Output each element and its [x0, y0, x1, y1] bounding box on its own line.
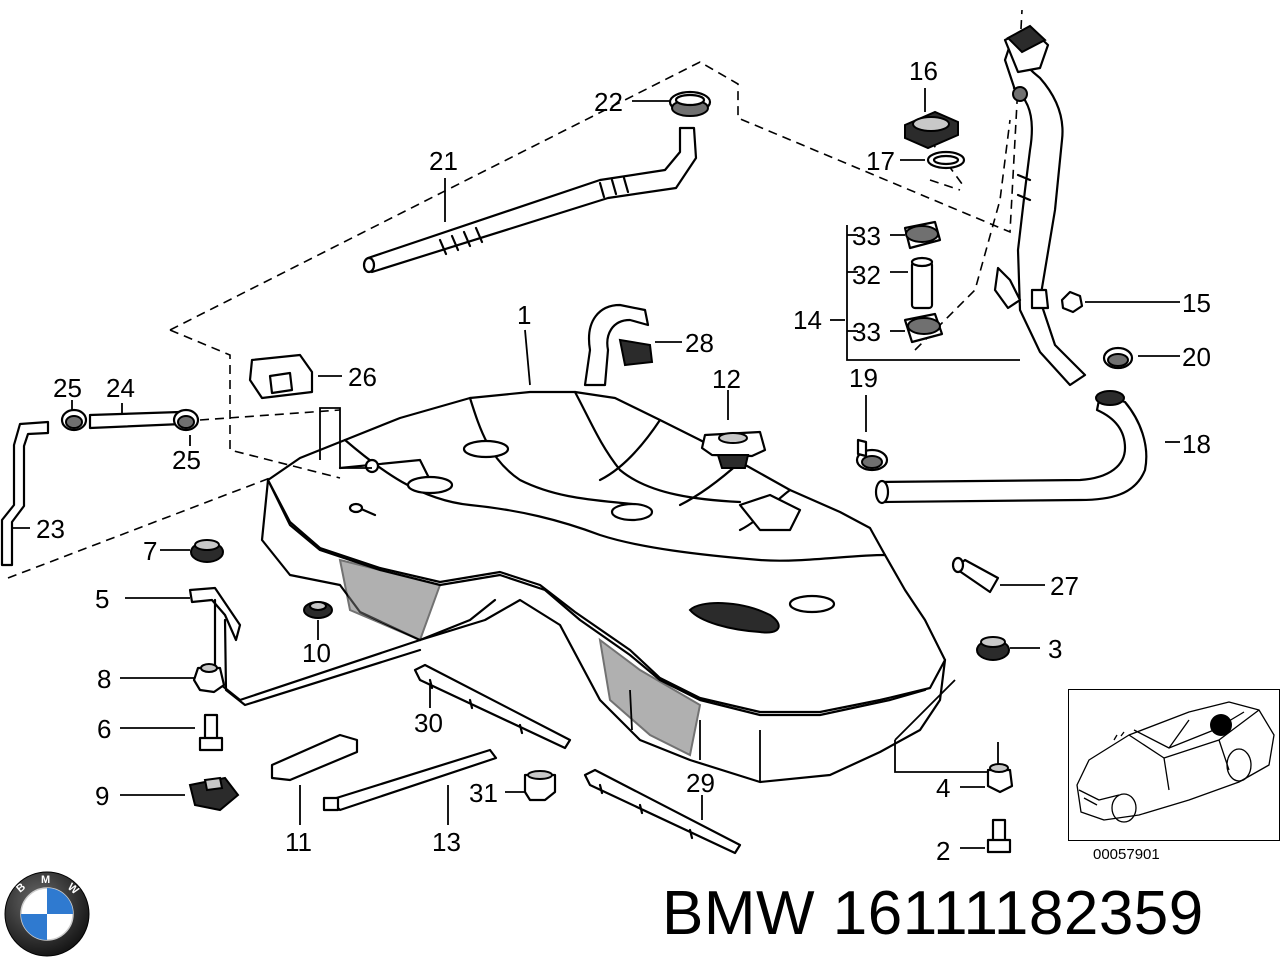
vehicle-location-inset [1068, 689, 1280, 841]
rubber-block-26 [248, 353, 314, 400]
callout-11: 11 [285, 827, 312, 857]
callout-7: 7 [143, 536, 157, 566]
callout-12: 12 [712, 364, 741, 394]
vent-hose-23-24-25 [0, 408, 200, 567]
callout-27: 27 [1050, 571, 1079, 601]
callout-20: 20 [1182, 342, 1211, 372]
filler-pipe [1003, 24, 1087, 387]
grommet-7 [190, 539, 224, 563]
bolt-6 [198, 713, 224, 752]
callout-23: 23 [36, 514, 65, 544]
spacer-8 [192, 663, 226, 694]
hose-18 [874, 390, 1148, 505]
callout-15: 15 [1182, 288, 1211, 318]
callout-8: 8 [97, 664, 111, 694]
bolt-2 [986, 818, 1012, 854]
grommet-12 [700, 430, 767, 469]
cable-tie-13 [322, 748, 498, 812]
callout-17: 17 [866, 146, 895, 176]
grommet-3 [976, 636, 1010, 661]
strap-5 [188, 586, 497, 707]
callout-5: 5 [95, 584, 109, 614]
callout-28: 28 [685, 328, 714, 358]
diagram-code: 00057901 [1093, 846, 1160, 863]
spacer-4 [986, 763, 1014, 794]
fuel-tank-location-marker [1210, 714, 1232, 736]
callout-19: 19 [849, 363, 878, 393]
callout-18: 18 [1182, 429, 1211, 459]
callout-labels: 1 2 3 4 5 6 7 8 9 10 11 12 13 14 15 16 1… [36, 56, 1211, 866]
callout-25a: 25 [53, 373, 82, 403]
callout-9: 9 [95, 781, 109, 811]
pad-11 [270, 733, 359, 782]
part-number-caption: BMW 16111182359 [662, 878, 1204, 949]
callout-24: 24 [106, 373, 135, 403]
part-number: 16111182359 [832, 879, 1204, 948]
callout-2: 2 [936, 836, 950, 866]
callout-21: 21 [429, 146, 458, 176]
callout-30: 30 [414, 708, 443, 738]
o-ring-17 [926, 150, 966, 170]
callout-6: 6 [97, 714, 111, 744]
seal-16 [904, 110, 959, 150]
callout-26: 26 [348, 362, 377, 392]
car-outline-icon [1076, 701, 1275, 823]
callout-13: 13 [432, 827, 461, 857]
callout-31: 31 [469, 778, 498, 808]
vent-pipe-21 [362, 126, 698, 274]
callout-29: 29 [686, 768, 715, 798]
callout-4: 4 [936, 773, 950, 803]
callout-16: 16 [909, 56, 938, 86]
callout-33b: 33 [852, 317, 881, 347]
callout-22: 22 [594, 87, 623, 117]
rail-29 [583, 768, 742, 855]
bracket-28 [583, 303, 654, 387]
svg-text:M: M [41, 874, 50, 886]
clip-nut-9 [188, 776, 240, 812]
fuel-tank [260, 390, 947, 784]
callout-32: 32 [852, 260, 881, 290]
nut-15 [1060, 290, 1084, 314]
bmw-logo-icon: B M W [4, 871, 90, 957]
clamp-22 [668, 90, 712, 117]
clamp-20 [1102, 346, 1134, 370]
rail-30 [413, 663, 572, 750]
hose-kit-14 [903, 220, 1050, 344]
clamp-19 [855, 438, 889, 472]
callout-leader-lines [10, 88, 1180, 849]
callout-3: 3 [1048, 634, 1062, 664]
callout-1: 1 [517, 300, 531, 330]
sleeve-27 [951, 556, 1000, 594]
callout-33a: 33 [852, 221, 881, 251]
callout-10: 10 [302, 638, 331, 668]
grommet-31 [523, 770, 557, 802]
grommet-10 [303, 601, 333, 619]
callout-25b: 25 [172, 445, 201, 475]
callout-14: 14 [793, 305, 822, 335]
brand-name: BMW [662, 879, 816, 948]
